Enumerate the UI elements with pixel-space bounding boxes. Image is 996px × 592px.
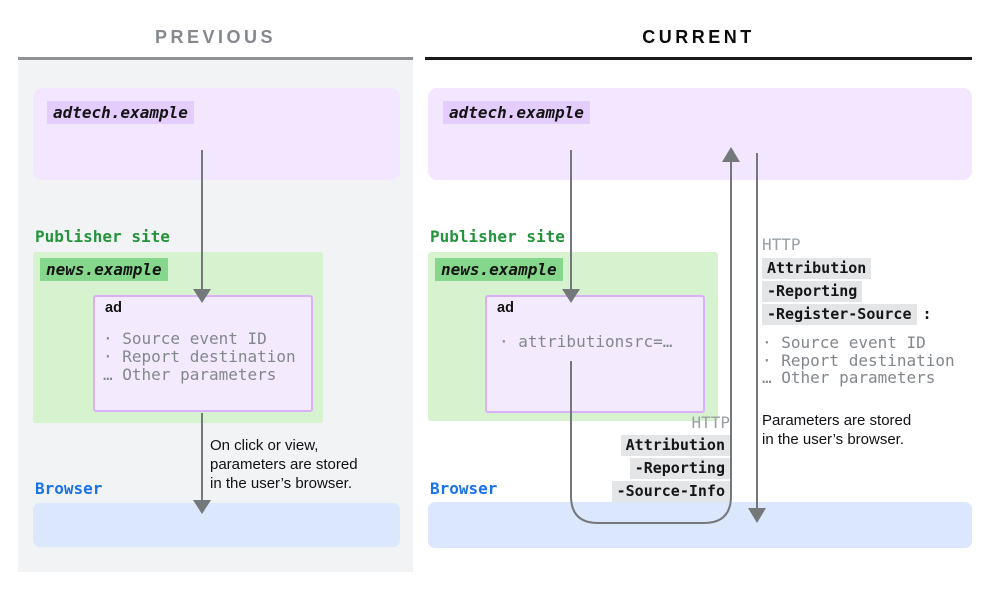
current-browser-box (428, 502, 972, 548)
current-ad-box (485, 295, 705, 413)
response-header-chip: -Register-Source (762, 304, 917, 325)
response-protocol-label: HTTP (762, 235, 801, 254)
request-protocol-label: HTTP (691, 413, 730, 432)
current-storage-note: Parameters are stored in the user’s brow… (762, 411, 911, 449)
response-header-line: Attribution (762, 258, 872, 279)
ad-param-line: · Source event ID (103, 329, 267, 348)
response-colon: : (922, 305, 932, 323)
note-line: in the user’s browser. (210, 475, 353, 492)
request-header-chip: -Reporting (629, 458, 730, 479)
previous-publisher-site-label: Publisher site (35, 227, 170, 246)
response-header-line: -Reporting (762, 281, 863, 302)
current-browser-label: Browser (430, 479, 498, 498)
current-news-domain-chip: news.example (435, 258, 563, 281)
previous-browser-box (33, 503, 400, 547)
http-response-header-block: HTTP Attribution -Reporting -Register-So… (762, 236, 955, 449)
response-param-line: … Other parameters (762, 368, 936, 387)
current-adtech-domain-chip: adtech.example (443, 101, 590, 124)
previous-browser-label: Browser (35, 479, 103, 498)
request-header-chip: Attribution (620, 435, 730, 456)
request-header-line: -Reporting (629, 458, 730, 479)
current-divider-line (425, 57, 972, 60)
previous-title: PREVIOUS (154, 27, 277, 47)
current-ad-param-attributionsrc: · attributionsrc=… (499, 332, 673, 351)
response-param-line: · Report destination (762, 350, 955, 370)
current-ad-title: ad (497, 300, 514, 316)
previous-adtech-domain-chip: adtech.example (47, 101, 194, 124)
response-param-line: · Source event ID (762, 333, 926, 352)
note-line: in the user’s browser. (762, 430, 905, 448)
ad-param-line: … Other parameters (103, 365, 277, 384)
note-line: parameters are stored (210, 456, 358, 473)
request-header-line: -Source-Info (611, 481, 730, 502)
response-header-line: -Register-Source: (762, 304, 932, 325)
response-params: · Source event ID · Report destination …… (762, 334, 955, 387)
http-request-header-block: HTTP Attribution -Reporting -Source-Info (611, 413, 730, 504)
previous-news-domain-chip: news.example (40, 258, 168, 281)
response-header-chip: -Reporting (762, 281, 863, 302)
note-line: On click or view, (210, 437, 319, 454)
previous-storage-note: On click or view, parameters are stored … (210, 436, 358, 493)
response-header-chip: Attribution (762, 258, 872, 279)
current-title: CURRENT (642, 27, 755, 47)
previous-ad-title: ad (105, 300, 122, 316)
ad-param-line: · Report destination (103, 347, 296, 366)
request-header-line: Attribution (620, 435, 730, 456)
current-publisher-site-label: Publisher site (430, 227, 565, 246)
request-header-chip: -Source-Info (611, 481, 730, 502)
previous-ad-params: · Source event ID · Report destination …… (103, 330, 296, 384)
note-line: Parameters are stored (762, 411, 912, 429)
